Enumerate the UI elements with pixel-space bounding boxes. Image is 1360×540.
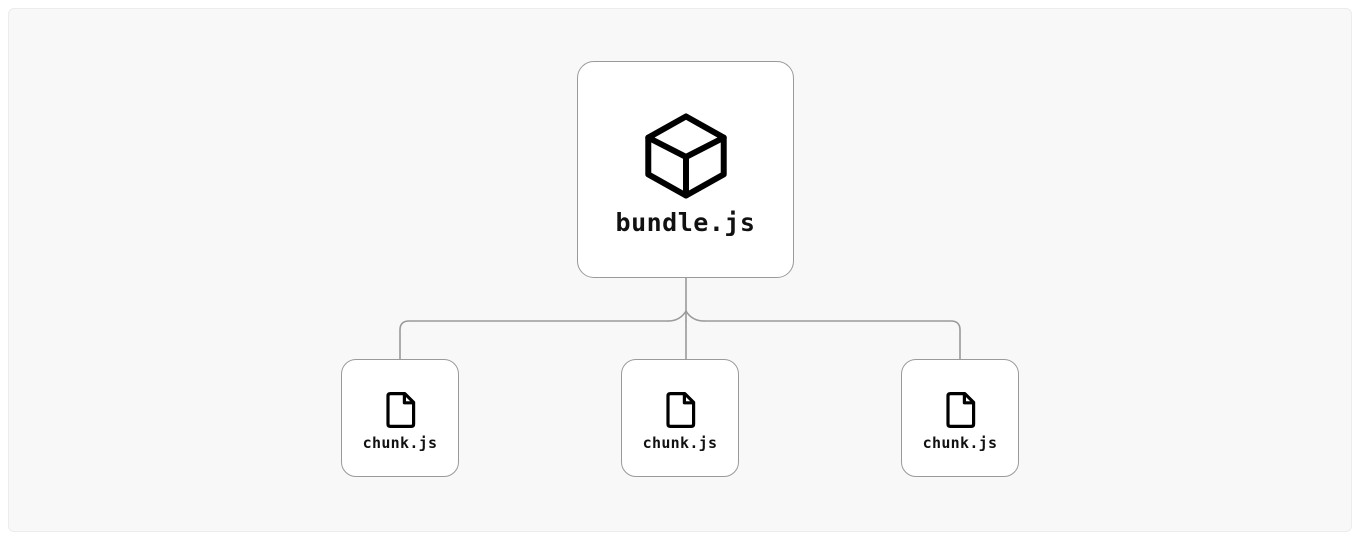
- node-chunk-2[interactable]: chunk.js: [621, 359, 739, 477]
- node-label: chunk.js: [642, 433, 718, 452]
- node-bundle[interactable]: bundle.js: [577, 61, 794, 278]
- node-chunk-3[interactable]: chunk.js: [901, 359, 1019, 477]
- file-icon: [666, 391, 696, 428]
- file-icon: [386, 391, 416, 428]
- node-chunk-1[interactable]: chunk.js: [341, 359, 459, 477]
- node-label: chunk.js: [362, 433, 438, 452]
- cube-icon: [644, 113, 727, 199]
- node-label: bundle.js: [615, 208, 756, 237]
- node-label: chunk.js: [922, 433, 998, 452]
- file-icon: [946, 391, 976, 428]
